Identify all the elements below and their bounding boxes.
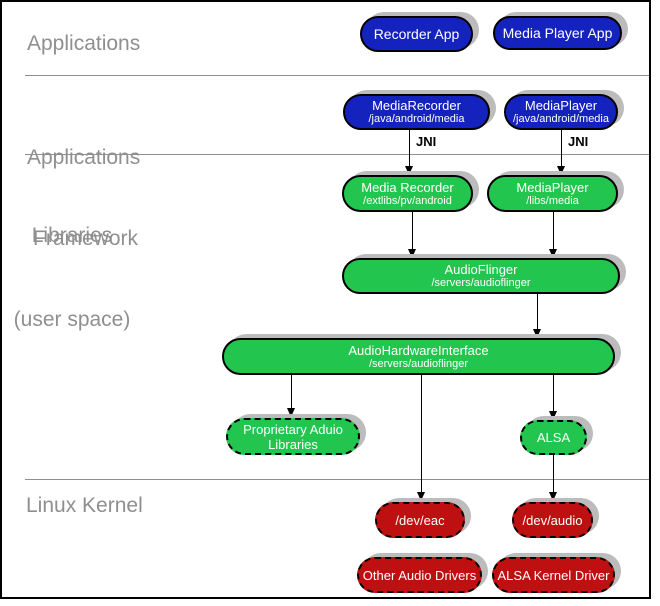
- connector-audioflinger-ahi: [537, 294, 538, 330]
- divider-applications: [25, 75, 649, 76]
- node-subtitle: /java/android/media: [512, 113, 609, 125]
- node-alsa-kernel-driver: ALSA Kernel Driver: [492, 557, 615, 593]
- node-title: ALSA: [536, 430, 571, 445]
- node-mediaplayer-lib: MediaPlayer /libs/media: [487, 175, 618, 212]
- node-title: Other Audio Drivers: [362, 567, 477, 583]
- layer-label-framework: Applications Framework: [27, 90, 140, 306]
- layer-label-libraries-line2: (user space): [13, 308, 131, 331]
- arrowhead-mediaplayer-audioflinger: [549, 249, 557, 258]
- arrowhead-audioflinger-ahi: [533, 329, 541, 338]
- node-title: MediaPlayer: [524, 98, 598, 113]
- node-title: MediaRecorder: [372, 98, 461, 113]
- divider-framework: [25, 154, 649, 155]
- node-dev-audio: /dev/audio: [512, 502, 593, 538]
- node-title: MediaPlayer: [516, 179, 589, 195]
- node-title: /dev/eac: [395, 512, 445, 528]
- arrowhead-jni-right: [557, 166, 565, 175]
- node-subtitle: /servers/audioflinger: [368, 357, 469, 370]
- node-subtitle: /extlibs/pv/android: [363, 194, 452, 207]
- arrowhead-ahi-proprietary: [287, 408, 295, 417]
- connector-jni-right: [561, 130, 562, 167]
- connector-ahi-dev-eac: [421, 375, 422, 493]
- arrowhead-alsa-dev-audio: [549, 492, 557, 501]
- diagram-border: [0, 0, 651, 599]
- connector-mediarecorder-audioflinger: [412, 212, 413, 250]
- node-title-line1: Proprietary Aduio: [243, 421, 343, 437]
- node-audioflinger: AudioFlinger /servers/audioflinger: [342, 258, 620, 294]
- node-proprietary-audio-libraries: Proprietary Aduio Libraries: [226, 418, 360, 455]
- node-mediarecorder-framework: MediaRecorder /java/android/media: [343, 94, 490, 130]
- connector-jni-left: [409, 130, 410, 167]
- node-subtitle: /servers/audioflinger: [431, 277, 531, 289]
- node-alsa: ALSA: [520, 420, 587, 455]
- node-title-line2: Libraries: [268, 436, 318, 452]
- connector-alsa-dev-audio: [553, 455, 554, 493]
- node-subtitle: /libs/media: [526, 194, 579, 207]
- arrowhead-jni-left: [405, 166, 413, 175]
- divider-kernel: [25, 479, 649, 480]
- layer-label-kernel: Linux Kernel: [26, 494, 143, 517]
- node-audio-hardware-interface: AudioHardwareInterface /servers/audiofli…: [222, 338, 615, 375]
- node-title: /dev/audio: [522, 512, 583, 528]
- node-mediaplayer-framework: MediaPlayer /java/android/media: [504, 94, 618, 130]
- arrowhead-mediarecorder-audioflinger: [408, 249, 416, 258]
- node-title: AudioFlinger: [444, 262, 518, 277]
- layer-label-framework-line1: Applications: [27, 146, 141, 169]
- node-title: Recorder App: [373, 26, 460, 42]
- layer-label-applications: Applications: [27, 32, 141, 55]
- node-media-player-app: Media Player App: [493, 16, 622, 50]
- edge-label-jni-right: JNI: [568, 134, 589, 149]
- layer-label-libraries-line1: Libraries: [31, 224, 113, 247]
- node-other-audio-drivers: Other Audio Drivers: [357, 557, 482, 593]
- node-title: Media Player App: [502, 25, 613, 41]
- connector-ahi-alsa: [553, 375, 554, 412]
- node-title: AudioHardwareInterface: [348, 342, 489, 358]
- layer-label-framework-line2: Framework: [33, 227, 139, 250]
- connector-mediaplayer-audioflinger: [553, 212, 554, 250]
- arrowhead-ahi-alsa: [549, 411, 557, 420]
- node-dev-eac: /dev/eac: [375, 502, 465, 538]
- layer-label-libraries: Libraries (user space): [6, 166, 138, 390]
- node-title: Media Recorder: [361, 179, 454, 195]
- arrowhead-ahi-dev-eac: [417, 492, 425, 501]
- node-title: ALSA Kernel Driver: [497, 567, 610, 583]
- node-subtitle: /java/android/media: [368, 113, 465, 125]
- node-media-recorder-lib: Media Recorder /extlibs/pv/android: [342, 175, 473, 212]
- edge-label-jni-left: JNI: [416, 134, 437, 149]
- connector-ahi-proprietary: [291, 375, 292, 409]
- node-recorder-app: Recorder App: [360, 16, 473, 52]
